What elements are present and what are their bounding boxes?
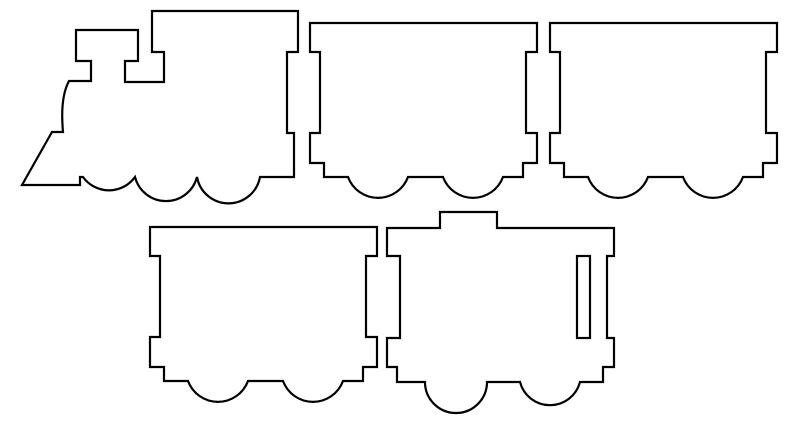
- caboose-outline: [385, 210, 616, 415]
- freight-car-2-outline: [548, 21, 779, 199]
- freight-car-3-outline: [148, 225, 379, 403]
- locomotive-outline: [20, 9, 300, 205]
- freight-car-1-outline: [308, 21, 539, 199]
- caboose-window: [575, 254, 592, 340]
